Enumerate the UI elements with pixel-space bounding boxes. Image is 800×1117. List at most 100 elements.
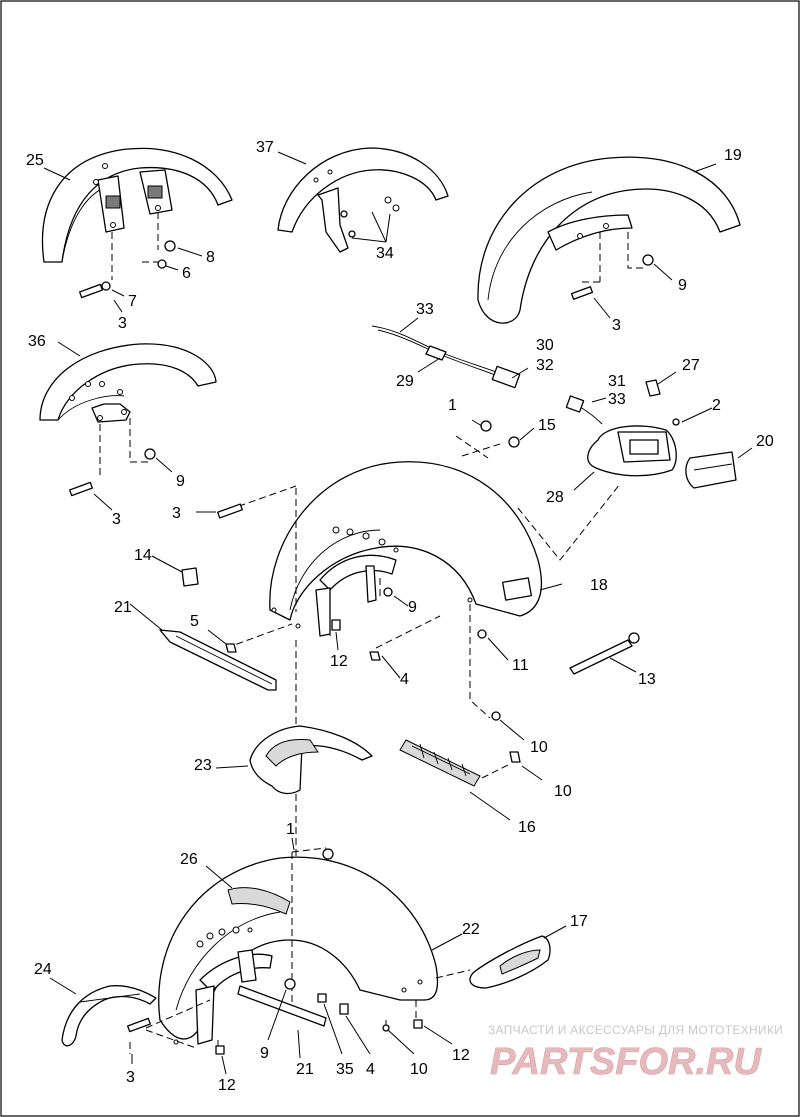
clip-14	[181, 567, 199, 587]
callout-21-b: 21	[296, 1061, 314, 1078]
callout-36: 36	[28, 333, 46, 350]
rail-21-a	[159, 629, 277, 691]
callout-1-b: 1	[286, 821, 295, 838]
callout-32: 32	[536, 357, 554, 374]
front-fender-36	[39, 343, 217, 423]
callout-10-c: 10	[410, 1061, 428, 1078]
callout-9-a: 9	[678, 277, 687, 294]
watermark-tagline: ЗАПЧАСТИ И АКСЕССУАРЫ ДЛЯ МОТОТЕХНИКИ	[488, 1023, 783, 1037]
nut-9-b	[144, 448, 156, 460]
callout-15: 15	[538, 417, 556, 434]
callout-33-b: 33	[608, 391, 626, 408]
nut-11	[477, 629, 487, 639]
screw-4-a	[369, 651, 381, 661]
clip-12-a	[331, 619, 341, 631]
bolt-3-a	[78, 281, 111, 299]
clip-12-b	[413, 1019, 423, 1029]
clip-10-b	[509, 751, 521, 763]
callout-12-a: 12	[330, 653, 348, 670]
light-housing-28	[565, 395, 677, 477]
bulb-27	[645, 379, 661, 397]
bolt-3-e	[126, 1017, 152, 1033]
callout-11: 11	[512, 657, 529, 674]
callout-12-c: 12	[218, 1077, 236, 1094]
callout-9-b: 9	[176, 473, 185, 490]
washer-6	[157, 259, 167, 269]
rear-fender-22	[158, 856, 439, 1045]
trim-17	[469, 935, 551, 989]
callout-3-c: 3	[112, 511, 121, 528]
bolt-3-c	[68, 481, 94, 497]
callout-34: 34	[376, 245, 394, 262]
callout-4-b: 4	[366, 1061, 375, 1078]
front-fender-25	[41, 147, 233, 263]
callout-10-b: 10	[554, 783, 572, 800]
nut-9-c	[383, 587, 393, 597]
callout-5: 5	[190, 613, 199, 630]
callout-29: 29	[396, 373, 414, 390]
callout-28: 28	[546, 489, 564, 506]
callout-21-a: 21	[114, 599, 132, 616]
callout-30: 30	[536, 337, 554, 354]
clip-12-c	[215, 1045, 225, 1055]
callout-19: 19	[724, 147, 742, 164]
callout-12-b: 12	[452, 1047, 470, 1064]
nut-1-a	[480, 420, 492, 432]
callout-1-a: 1	[448, 397, 457, 414]
callout-27: 27	[682, 357, 700, 374]
callout-10-a: 10	[530, 739, 548, 756]
screw-5	[225, 643, 237, 653]
callout-7: 7	[128, 293, 137, 310]
callout-3-b: 3	[612, 317, 621, 334]
trim-24	[61, 985, 157, 1047]
watermark-logo: PARTSFOR.RU	[490, 1041, 762, 1083]
nut-9-d	[284, 978, 296, 990]
callout-18: 18	[590, 577, 608, 594]
callout-3-d: 3	[172, 505, 181, 522]
front-fender-37	[277, 147, 449, 253]
nut-10-a	[491, 711, 501, 721]
callout-13: 13	[638, 671, 656, 688]
nut-9-a	[642, 254, 654, 266]
callout-23: 23	[194, 757, 212, 774]
rear-fender-18	[269, 461, 542, 637]
screw-2	[672, 418, 680, 426]
emblem-16	[399, 739, 481, 787]
bolt-3-b	[570, 286, 594, 300]
callout-3-e: 3	[126, 1069, 135, 1086]
callout-26: 26	[180, 851, 198, 868]
callout-24: 24	[34, 961, 52, 978]
nut-1-b	[322, 848, 334, 860]
callout-8: 8	[206, 249, 215, 266]
callout-31: 31	[608, 373, 626, 390]
bolt-3-d	[217, 503, 243, 519]
callout-9-d: 9	[260, 1045, 269, 1062]
callout-6: 6	[182, 265, 191, 282]
callout-16: 16	[518, 819, 536, 836]
rail-21-b	[237, 985, 327, 1027]
wiring-harness-29	[371, 325, 521, 389]
nut-8	[164, 240, 176, 252]
callout-33-a: 33	[416, 301, 434, 318]
callout-14: 14	[134, 547, 152, 564]
front-fender-19	[477, 156, 741, 324]
callout-17: 17	[570, 913, 588, 930]
screw-4-b	[339, 1003, 349, 1015]
callout-20: 20	[756, 433, 774, 450]
nut-15	[508, 436, 520, 448]
clip-35	[317, 993, 327, 1003]
callout-25: 25	[26, 152, 44, 169]
callout-4-a: 4	[400, 671, 409, 688]
callout-9-c: 9	[408, 599, 417, 616]
callout-2: 2	[712, 397, 721, 414]
trim-23	[249, 725, 373, 795]
callout-35: 35	[336, 1061, 354, 1078]
callout-37: 37	[256, 139, 274, 156]
nut-10-c	[382, 1024, 390, 1032]
strap-13	[569, 632, 640, 675]
callout-3-a: 3	[118, 315, 127, 332]
callout-22: 22	[462, 921, 480, 938]
lens-20	[685, 451, 737, 489]
